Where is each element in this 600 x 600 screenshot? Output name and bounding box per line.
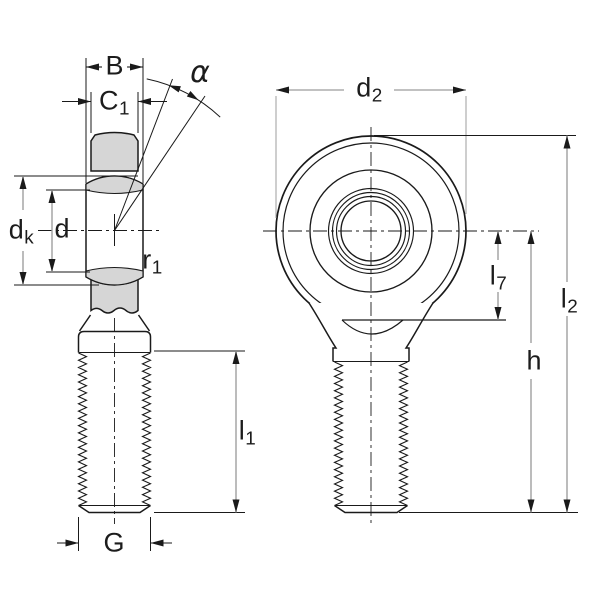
sphere-top-band xyxy=(86,176,143,193)
dim-label-h: h xyxy=(526,345,542,376)
dim-label-l7: l7 xyxy=(489,260,507,295)
shank-neck xyxy=(79,315,151,353)
sphere-bottom-edge xyxy=(342,320,506,334)
dim-label-r1: r1 xyxy=(142,244,163,279)
dim-label-l2: l2 xyxy=(560,283,578,318)
sphere-bottom-band xyxy=(86,268,143,285)
dim-label-alpha: α xyxy=(190,55,210,90)
dim-label-d: d xyxy=(54,213,70,244)
front-view xyxy=(263,127,539,523)
side-view xyxy=(38,133,163,525)
dim-label-d2: d2 xyxy=(356,72,383,107)
dim-label-dk: dk xyxy=(8,214,34,249)
extension-lines xyxy=(14,58,578,551)
dim-label-B: B xyxy=(105,50,124,81)
dim-label-l1: l1 xyxy=(238,415,256,450)
dim-label-G: G xyxy=(103,527,125,558)
head-top-cap xyxy=(91,133,138,172)
head-lower-block xyxy=(91,277,138,313)
dim-label-C1: C1 xyxy=(98,85,130,120)
